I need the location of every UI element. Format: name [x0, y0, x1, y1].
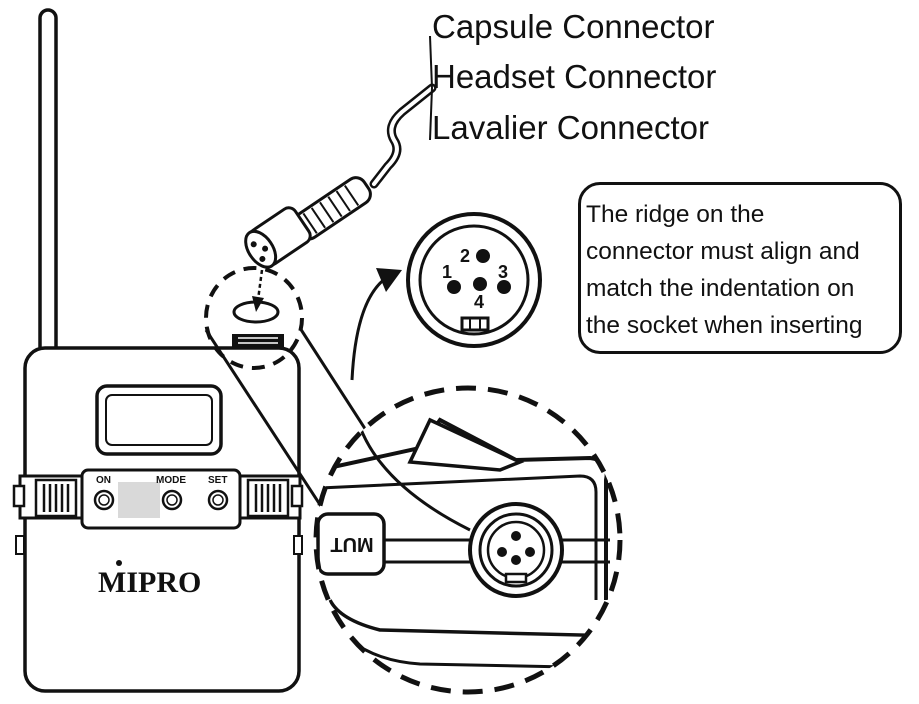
brand-logo-dot — [116, 560, 122, 566]
control-panel: ON MODE SET — [80, 468, 242, 530]
callout-box — [578, 182, 902, 354]
mute-switch: MUT — [316, 512, 386, 576]
pin-3 — [497, 280, 511, 294]
insertion-arrow — [232, 269, 280, 324]
zoom-detail-view: MUT — [313, 385, 623, 695]
on-button-label: ON — [96, 475, 111, 486]
mode-button[interactable] — [161, 489, 183, 511]
brand-logo: MIPRO — [98, 566, 201, 599]
pin-2 — [476, 249, 490, 263]
pinout-diagram: 1 2 3 4 — [406, 212, 542, 348]
label-headset-connector: Headset Connector — [432, 58, 717, 95]
pin-label-2: 2 — [460, 246, 470, 266]
rotation-indicator — [232, 300, 280, 324]
on-button[interactable] — [93, 489, 115, 511]
pin-label-1: 1 — [442, 262, 452, 282]
label-lavalier-connector: Lavalier Connector — [432, 109, 709, 146]
pin-label-4: 4 — [474, 292, 484, 312]
status-led-window — [118, 482, 160, 518]
socket-closeup — [468, 502, 564, 598]
alignment-ridge — [460, 316, 490, 332]
pinout-arrow — [350, 268, 402, 381]
antenna — [38, 8, 58, 357]
mute-label: MUT — [330, 533, 373, 555]
set-button[interactable] — [207, 489, 229, 511]
callout-line: match the indentation on — [586, 275, 855, 302]
set-button-label: SET — [208, 475, 227, 486]
cable-with-plug — [244, 35, 437, 269]
detail-circle-large — [313, 385, 623, 695]
pin-4 — [473, 277, 487, 291]
callout-line: The ridge on the — [586, 201, 765, 228]
mode-button-label: MODE — [156, 475, 186, 486]
callout-line: the socket when inserting — [586, 312, 863, 339]
pin-label-3: 3 — [498, 262, 508, 282]
detail-circle-small — [204, 266, 304, 370]
pin-1 — [447, 280, 461, 294]
callout-line: connector must align and — [586, 238, 860, 265]
bodypack-transmitter: ON MODE SET MIPRO — [12, 334, 304, 693]
callout-text: The ridge on the connector must align an… — [586, 196, 916, 344]
label-capsule-connector: Capsule Connector — [432, 8, 715, 45]
